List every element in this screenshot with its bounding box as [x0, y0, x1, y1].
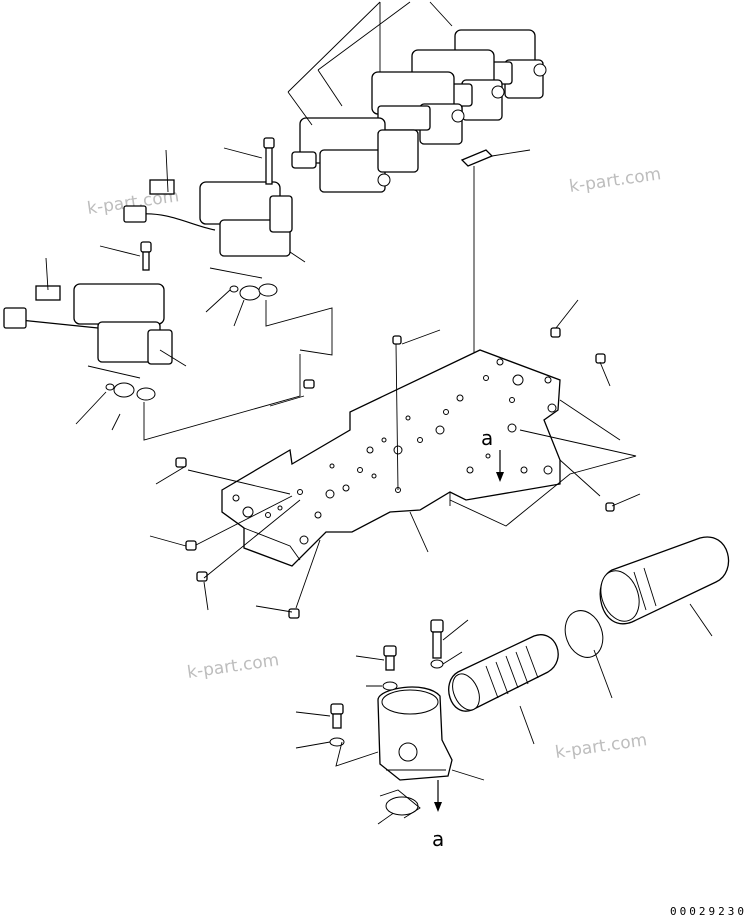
connector-plug-lower: [3, 307, 27, 329]
valve-body-plate: [221, 349, 561, 567]
plate-arrow-head: [496, 472, 504, 482]
solenoid-valve-middle: [123, 179, 293, 257]
bolt-middle: [263, 137, 275, 185]
callout-orings-lower: [75, 354, 301, 441]
solenoid-valve-2: [371, 71, 465, 145]
plate-holes: [232, 358, 557, 545]
watermark-4: k-part.com: [554, 730, 648, 763]
bolt-lower: [140, 241, 152, 271]
callout-lines-stack: [287, 1, 453, 126]
watermark-2: k-part.com: [568, 164, 662, 197]
o-ring-small-middle: [229, 285, 239, 293]
callout-middle: [165, 147, 306, 263]
filter-gasket-outline: [379, 789, 421, 819]
filter-housing: [377, 686, 453, 781]
filter-case: [599, 536, 730, 625]
solenoid-valve-1: [291, 117, 419, 193]
ref-letter-plate: a: [481, 426, 493, 450]
plate-assembly-lines: [187, 399, 637, 609]
filter-bolt-right: [430, 619, 444, 669]
callout-filter-o-ring: [593, 649, 613, 699]
o-ring-base-middle: [258, 283, 278, 297]
o-ring-large-lower: [113, 382, 135, 398]
drawing-number: 00029230: [670, 905, 746, 918]
callout-lower: [45, 245, 187, 367]
plate-bolts: [175, 327, 615, 619]
solenoid-valve-lower: [3, 283, 173, 365]
callout-orings-middle: [205, 267, 333, 356]
o-ring-large-middle: [239, 285, 261, 301]
gasket-tag: [460, 149, 494, 167]
callout-filter-case: [689, 603, 713, 637]
callout-plate-bolts: [149, 299, 641, 613]
connector-plug-middle: [123, 205, 147, 223]
solenoid-valve-stack: [287, 1, 547, 193]
o-ring-small-lower: [105, 383, 115, 391]
ref-letter-filter: a: [432, 827, 444, 851]
filter-bolt-middle: [382, 645, 398, 691]
callout-filter-element: [519, 705, 535, 745]
callout-plate: [409, 511, 429, 553]
watermark-3: k-part.com: [186, 650, 280, 683]
filter-element: [448, 634, 559, 712]
filter-o-ring: [564, 610, 604, 658]
filter-bolt-left: [329, 703, 345, 747]
filter-arrow-head: [434, 802, 442, 812]
tag-middle: [149, 179, 175, 195]
o-ring-base-lower: [136, 387, 156, 401]
